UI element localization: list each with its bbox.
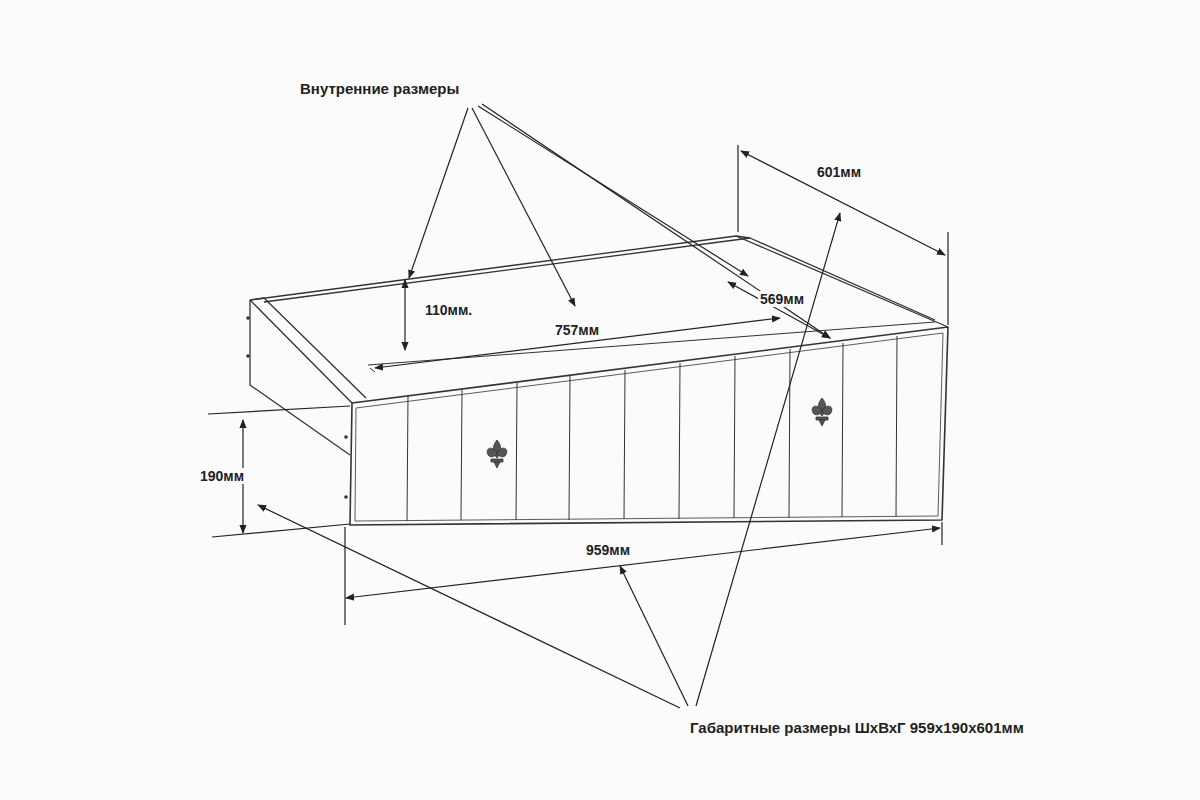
front-panel-divisions — [407, 336, 897, 521]
dimension-label: 190мм — [198, 468, 246, 484]
dimension-label: 569мм — [758, 291, 806, 307]
leader-lines — [258, 104, 840, 708]
callout-heading: Внутренние размеры — [298, 81, 461, 97]
dimension-lines — [208, 145, 948, 625]
callout-heading: Габаритные размеры ШхВхГ 959х190х601мм — [688, 720, 1026, 736]
dimension-label: 959мм — [584, 542, 632, 558]
drawer-body — [250, 236, 948, 525]
dimension-label: 110мм. — [423, 302, 474, 318]
dimension-label: 601мм — [815, 164, 863, 180]
fleur-de-lis-ornament — [487, 398, 832, 468]
dimension-label: 757мм — [553, 322, 601, 338]
